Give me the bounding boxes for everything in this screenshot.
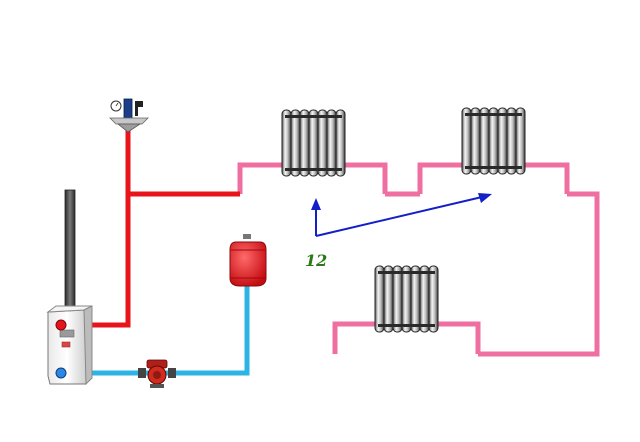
chimney-pipe <box>64 189 76 321</box>
arrowhead-up <box>311 198 321 210</box>
loop-pipe-right <box>478 191 600 357</box>
arrowhead-right <box>478 193 492 203</box>
boiler-supply-outlet <box>55 319 67 331</box>
radiator-icon <box>461 107 526 175</box>
air-vent-group-icon <box>109 98 149 133</box>
radiator-icon <box>374 265 439 333</box>
circulation-pump-icon <box>138 359 176 388</box>
supply-pipes <box>62 130 240 328</box>
boiler-return-inlet <box>55 367 67 379</box>
return-pipe-main <box>59 282 250 376</box>
boiler-icon <box>46 305 93 386</box>
expansion-tank-icon <box>229 234 267 287</box>
radiator-icon <box>281 109 346 177</box>
annotation-label: 12 <box>305 251 327 270</box>
arrow-to-radiator-2-pipe <box>315 196 483 237</box>
callout-arrows <box>311 193 492 237</box>
return-pipes <box>59 282 338 376</box>
